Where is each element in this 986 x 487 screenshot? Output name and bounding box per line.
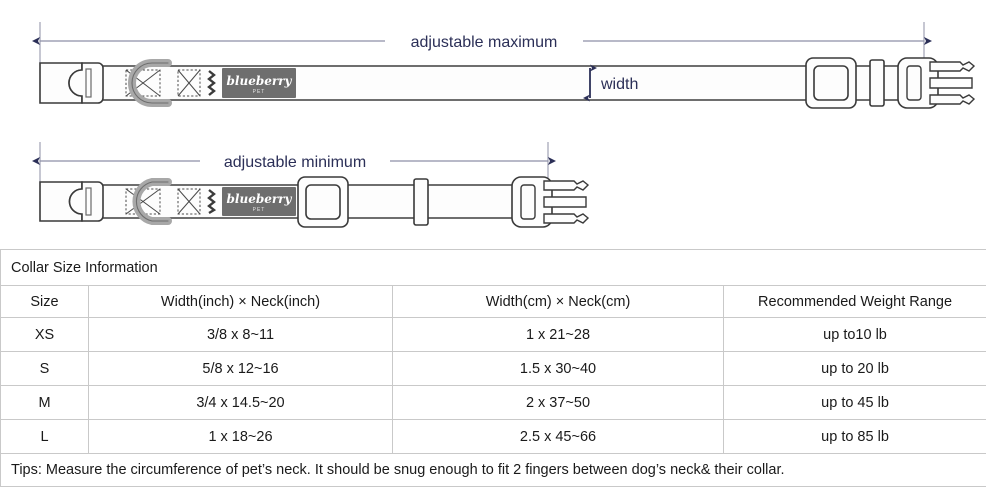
table-title: Collar Size Information bbox=[1, 250, 986, 286]
adjuster-slider-inner-min bbox=[306, 185, 340, 219]
cell-size: XS bbox=[1, 318, 89, 352]
buckle-slot-min bbox=[86, 188, 91, 215]
brand-tag-sub-min: PET bbox=[253, 207, 266, 213]
cell-cm: 2.5 x 45~66 bbox=[393, 420, 724, 454]
adjustable-minimum-label: adjustable minimum bbox=[224, 154, 366, 171]
cell-cm: 1.5 x 30~40 bbox=[393, 352, 724, 386]
cell-weight: up to 45 lb bbox=[724, 386, 986, 420]
buckle-prong-top-min bbox=[544, 181, 588, 190]
strap-max bbox=[66, 66, 926, 100]
male-buckle-slot-min bbox=[521, 185, 535, 219]
brand-tag-name-min: blueberry bbox=[227, 192, 293, 206]
cell-size: S bbox=[1, 352, 89, 386]
keeper-loop-min bbox=[414, 179, 428, 225]
male-buckle-slot-max bbox=[907, 66, 921, 100]
header-weight-range: Recommended Weight Range bbox=[724, 286, 986, 318]
collar-max-graphic: blueberry PET bbox=[40, 58, 974, 108]
header-size: Size bbox=[1, 286, 89, 318]
collar-diagram: adjustable maximum blueberry PET bbox=[0, 0, 986, 249]
width-label: width bbox=[600, 76, 638, 93]
table-header-row: Size Width(inch) × Neck(inch) Width(cm) … bbox=[1, 286, 986, 318]
tips-text: Tips: Measure the circumference of pet’s… bbox=[1, 454, 986, 487]
buckle-prong-mid-min bbox=[544, 197, 586, 207]
cell-weight: up to 20 lb bbox=[724, 352, 986, 386]
adjustable-maximum-label: adjustable maximum bbox=[411, 34, 558, 51]
brand-tag-name-max: blueberry bbox=[227, 74, 293, 88]
cell-size: L bbox=[1, 420, 89, 454]
buckle-prong-mid-max bbox=[930, 78, 972, 88]
table-row: XS 3/8 x 8~11 1 x 21~28 up to10 lb bbox=[1, 318, 986, 352]
table-row: M 3/4 x 14.5~20 2 x 37~50 up to 45 lb bbox=[1, 386, 986, 420]
cell-weight: up to10 lb bbox=[724, 318, 986, 352]
collar-size-table: Collar Size Information Size Width(inch)… bbox=[0, 249, 986, 487]
cell-cm: 1 x 21~28 bbox=[393, 318, 724, 352]
collar-min-graphic: blueberry PET bbox=[40, 177, 588, 227]
buckle-slot-max bbox=[86, 69, 91, 97]
header-width-cm: Width(cm) × Neck(cm) bbox=[393, 286, 724, 318]
table-title-row: Collar Size Information bbox=[1, 250, 986, 286]
cell-inch: 3/4 x 14.5~20 bbox=[89, 386, 393, 420]
cell-cm: 2 x 37~50 bbox=[393, 386, 724, 420]
cell-inch: 1 x 18~26 bbox=[89, 420, 393, 454]
cell-inch: 3/8 x 8~11 bbox=[89, 318, 393, 352]
table-row: L 1 x 18~26 2.5 x 45~66 up to 85 lb bbox=[1, 420, 986, 454]
adjuster-slider-inner-max bbox=[814, 66, 848, 100]
buckle-prong-top-max bbox=[930, 62, 974, 71]
collar-diagram-svg: adjustable maximum blueberry PET bbox=[0, 0, 986, 249]
cell-inch: 5/8 x 12~16 bbox=[89, 352, 393, 386]
cell-size: M bbox=[1, 386, 89, 420]
keeper-loop-max bbox=[870, 60, 884, 106]
cell-weight: up to 85 lb bbox=[724, 420, 986, 454]
buckle-prong-bottom-min bbox=[544, 214, 588, 223]
buckle-prong-bottom-max bbox=[930, 95, 974, 104]
brand-tag-sub-max: PET bbox=[253, 89, 266, 95]
header-width-inch: Width(inch) × Neck(inch) bbox=[89, 286, 393, 318]
table-row: S 5/8 x 12~16 1.5 x 30~40 up to 20 lb bbox=[1, 352, 986, 386]
table-tips-row: Tips: Measure the circumference of pet’s… bbox=[1, 454, 986, 487]
